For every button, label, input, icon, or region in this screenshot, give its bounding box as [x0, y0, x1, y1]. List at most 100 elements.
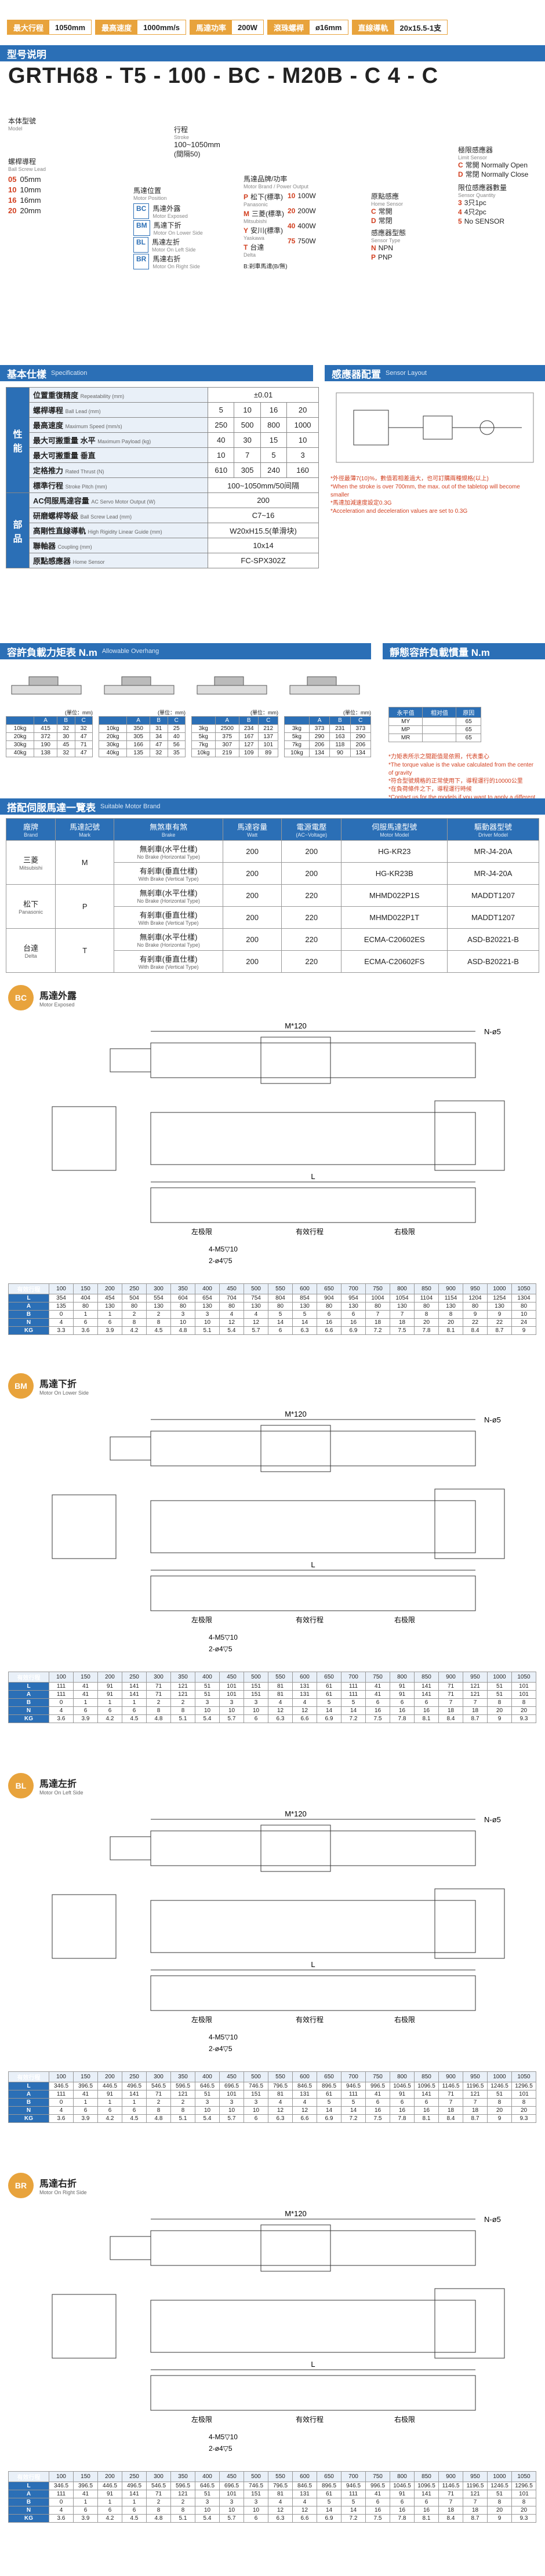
dim-cell: 7.8: [390, 2514, 415, 2523]
dim-cell: 1: [97, 2098, 122, 2107]
dim-cell: 111: [49, 2490, 74, 2498]
dim-cell: 354: [49, 1294, 74, 1302]
dim-cell: 200: [97, 1672, 122, 1683]
dim-cell: 1: [97, 1698, 122, 1707]
dim-cell: 6: [122, 2106, 147, 2115]
moment-header: B: [238, 716, 259, 725]
option-code: 10: [288, 192, 296, 200]
dim-cell: 101: [219, 1682, 244, 1691]
option-code: BR: [133, 254, 150, 269]
motor-mark: T: [55, 928, 115, 973]
svg-text:右极限: 右极限: [394, 2415, 415, 2424]
dim-cell: 20: [511, 1706, 536, 1715]
dim-cell: 1050: [511, 2471, 536, 2482]
section-title: 馬達外露: [39, 991, 77, 1001]
dim-cell: 646.5: [195, 2482, 220, 2490]
dim-cell: 6: [390, 1698, 415, 1707]
dim-cell: 3: [244, 1698, 268, 1707]
dim-cell: 7: [365, 1310, 390, 1319]
dim-cell: 91: [390, 1682, 415, 1691]
dim-cell: 3: [219, 1698, 244, 1707]
dim-cell: 4: [244, 1310, 268, 1319]
dim-cell: 3: [195, 2098, 220, 2107]
dim-cell: 5.7: [219, 1714, 244, 1723]
motor-brake: 無剎車(水平仕樣)No Brake (Horizontal Type): [114, 840, 224, 863]
dim-cell: 550: [268, 2471, 293, 2482]
spec-group: 性能: [6, 387, 30, 493]
dim-header: KG: [8, 1714, 49, 1723]
dim-cell: 6: [97, 1318, 122, 1327]
section-title: 型号说明: [7, 49, 46, 60]
dim-cell: 4.8: [146, 2114, 171, 2123]
spec-value: 1050mm: [55, 23, 86, 32]
dim-cell: 600: [292, 2071, 317, 2082]
sensor-notes: *外徑最薄7(10)%，數值若相差過大，也可訂購兩種規格(以上)*When th…: [330, 475, 539, 516]
dim-cell: 8: [146, 2506, 171, 2515]
dim-cell: 100: [49, 1283, 74, 1294]
dim-cell: 1096.5: [414, 2482, 439, 2490]
motor-mark: M: [55, 840, 115, 885]
dim-cell: 10: [219, 1706, 244, 1715]
dim-cell: 4.8: [146, 1714, 171, 1723]
svg-text:M*120: M*120: [285, 1809, 307, 1818]
option-text: 常閉: [378, 217, 393, 225]
dim-cell: 1154: [438, 1294, 463, 1302]
dim-cell: 51: [487, 2090, 512, 2099]
dim-cell: 8: [511, 2098, 536, 2107]
dim-cell: 18: [390, 1318, 415, 1327]
dim-cell: 454: [97, 1294, 122, 1302]
dim-cell: 900: [438, 1283, 463, 1294]
dim-cell: 650: [317, 2071, 341, 2082]
dim-cell: 51: [487, 1690, 512, 1699]
dim-cell: 6.3: [268, 2114, 293, 2123]
dim-cell: 504: [122, 1294, 147, 1302]
option-text: 16mm: [20, 196, 41, 205]
dim-cell: 7: [438, 2098, 463, 2107]
dim-cell: 71: [438, 2490, 463, 2498]
dim-cell: 121: [463, 1690, 488, 1699]
dim-cell: 131: [292, 2090, 317, 2099]
dim-cell: 20: [438, 1318, 463, 1327]
option-code: 05: [8, 175, 17, 184]
dim-cell: 600: [292, 1672, 317, 1683]
dim-header: N: [8, 1706, 49, 1715]
dim-header: L: [8, 2082, 49, 2090]
dim-cell: 5.1: [170, 1714, 195, 1723]
dim-cell: 6: [97, 1706, 122, 1715]
dim-cell: 4: [49, 1706, 74, 1715]
dim-cell: 6: [365, 1698, 390, 1707]
dim-cell: 950: [463, 2471, 488, 2482]
dim-cell: 5.1: [170, 2114, 195, 2123]
motor-mark: P: [55, 884, 115, 929]
dim-cell: 4: [268, 1698, 293, 1707]
spec-label: 馬達功率: [190, 20, 232, 34]
dim-cell: 16: [390, 1706, 415, 1715]
dim-cell: 100: [49, 1672, 74, 1683]
dim-cell: 400: [195, 2071, 220, 2082]
dim-cell: 9.3: [511, 2514, 536, 2523]
dim-cell: 8: [122, 1318, 147, 1327]
dim-cell: 1246.5: [487, 2482, 512, 2490]
note-line: *符合型號規格的正常使用下，導程運行的10000公里: [388, 778, 523, 785]
dim-cell: 6.3: [292, 1326, 317, 1335]
note-line: *Acceleration and deceleration values ar…: [330, 508, 468, 515]
dim-cell: 12: [268, 2106, 293, 2115]
dim-cell: 121: [463, 1682, 488, 1691]
